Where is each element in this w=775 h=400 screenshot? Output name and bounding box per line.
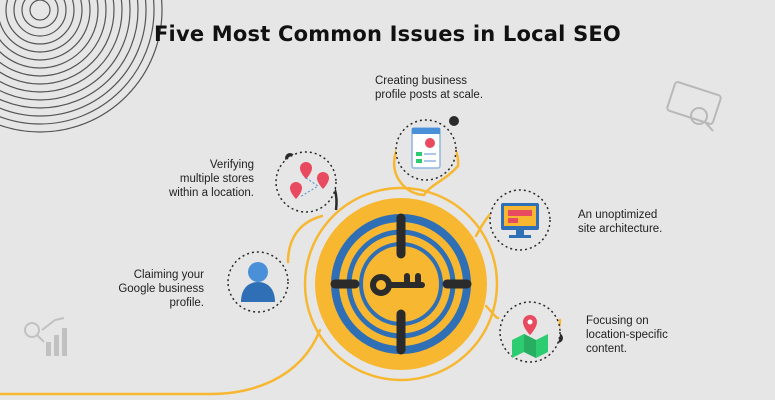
issue-label-line: An unoptimized (578, 209, 658, 221)
issue-label-verifying-stores: Verifying multiple stores within a locat… (140, 158, 254, 200)
faded-analytics-decoration-left (24, 317, 67, 356)
concentric-rings-decoration (0, 0, 163, 133)
issue-label-location-content: Focusing on location-specific content. (586, 314, 668, 356)
issue-label-claiming-profile: Claiming your Google business profile. (100, 268, 204, 310)
issue-label-line: Creating business (375, 75, 468, 87)
faded-analytics-decoration-right (666, 81, 722, 132)
issue-label-line: Claiming your (133, 269, 204, 281)
issue-label-line: multiple stores (179, 173, 254, 185)
multiple-store-pins-icon (275, 151, 337, 213)
issue-label-line: profile posts at scale. (375, 89, 484, 101)
issue-label-business-posts: Creating business profile posts at scale… (375, 74, 483, 102)
connector-node-dot (449, 116, 459, 126)
map-location-icon (499, 301, 561, 363)
page-title: Five Most Common Issues in Local SEO (154, 22, 621, 46)
issue-label-line: location-specific (586, 329, 668, 341)
issue-label-line: within a location. (168, 187, 254, 199)
issue-label-line: Focusing on (586, 315, 649, 327)
issue-label-line: profile. (169, 297, 204, 309)
key-icon (370, 273, 425, 296)
business-profile-post-icon (395, 119, 457, 181)
user-profile-icon (227, 251, 289, 313)
issue-label-line: site architecture. (578, 223, 663, 235)
issue-label-line: Google business (118, 283, 204, 295)
central-target-icon (315, 198, 487, 370)
issue-label-site-architecture: An unoptimized site architecture. (578, 208, 662, 236)
issue-label-line: Verifying (209, 159, 254, 171)
website-monitor-icon (489, 189, 551, 251)
issue-label-line: content. (586, 343, 627, 355)
